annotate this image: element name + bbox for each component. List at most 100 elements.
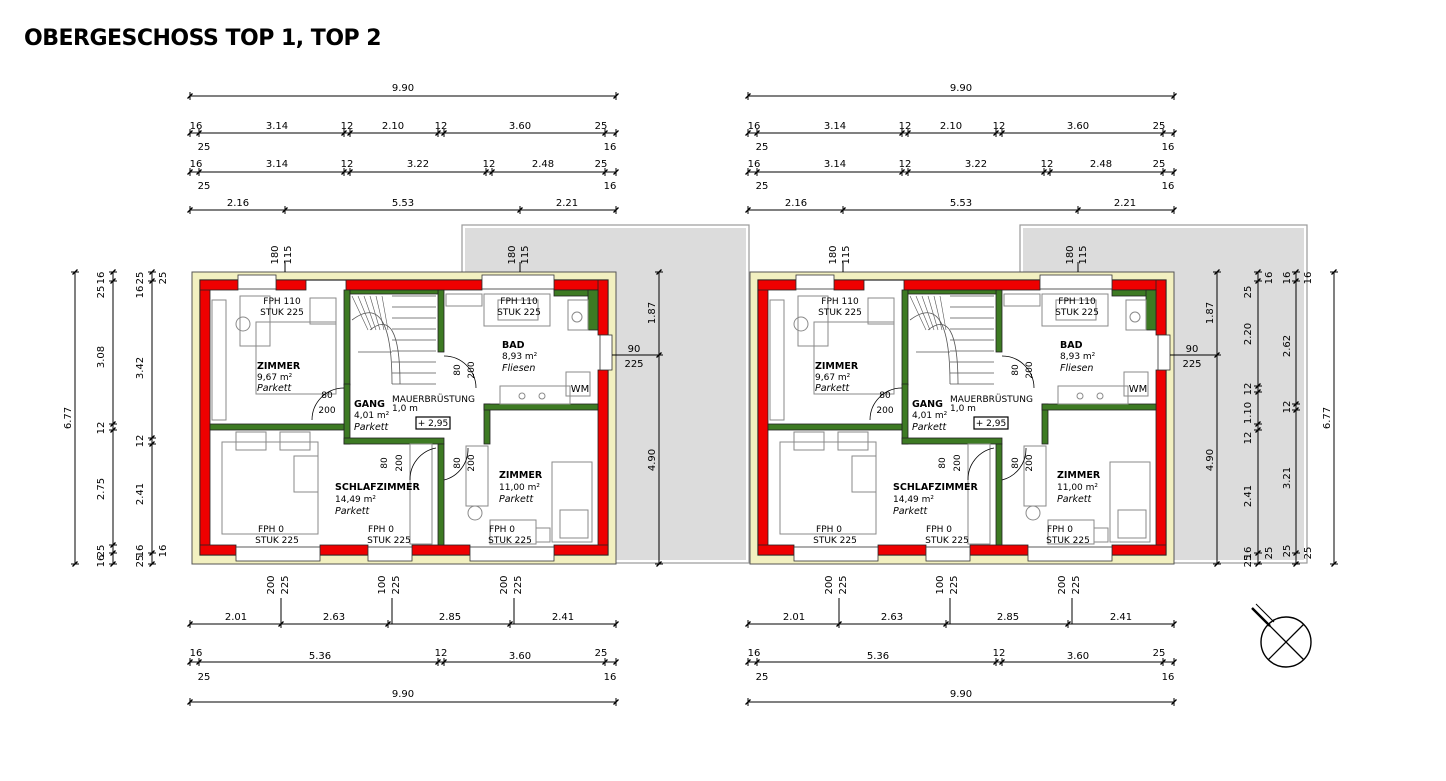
dimension-label: 2.21 (1114, 198, 1136, 209)
dimension-label: 25 (756, 181, 769, 192)
stair-step (915, 295, 931, 331)
dimension-tick (483, 169, 489, 175)
room-floor: Parkett (354, 422, 390, 433)
window-opening (925, 546, 971, 562)
interior-wall-segment (587, 289, 599, 331)
dimension-label: 2.62 (1282, 335, 1293, 357)
dimension-tick (341, 130, 347, 136)
dimension-label: 25 (135, 272, 146, 285)
room-area: 9,67 m² (257, 373, 293, 383)
interior-wall-segment (483, 403, 599, 411)
room-area: 11,00 m² (499, 483, 540, 493)
door-swing (443, 355, 477, 389)
dimension-tick (1065, 621, 1071, 627)
window-dimension: 100 (935, 575, 946, 594)
dimension-tick (1171, 169, 1177, 175)
dimension-label: 3.08 (96, 346, 107, 368)
room-area: 4,01 m² (912, 411, 948, 421)
dimension-tick (196, 169, 202, 175)
dimension-tick (905, 169, 911, 175)
dimension-tick (1171, 93, 1177, 99)
dimension-tick (196, 659, 202, 665)
window-dimension: 225 (1071, 575, 1082, 594)
dimension-tick (1255, 421, 1261, 427)
dimension-tick (905, 130, 911, 136)
door-dimension: 200 (395, 454, 405, 471)
dimension-label: 2.41 (552, 612, 574, 623)
dimension-label: 12 (341, 121, 354, 132)
window-spec-label: FPH 110 (1058, 297, 1096, 307)
door-dimension: 80 (1011, 364, 1021, 376)
dimension-label: 25 (135, 555, 146, 568)
dimension-tick (754, 659, 760, 665)
dimension-label: 2.01 (225, 612, 247, 623)
interior-wall-segment (995, 289, 1003, 353)
north-arrow-icon (1251, 603, 1312, 668)
dimension-label: 1.87 (647, 302, 658, 324)
room-area: 8,93 m² (502, 352, 538, 362)
door-dimension: 200 (953, 454, 963, 471)
dimension-label: 12 (1282, 401, 1293, 414)
chair-round (467, 505, 483, 521)
stair-step (939, 295, 947, 331)
interior-wall-segment (349, 289, 439, 295)
staircase (351, 295, 436, 385)
dimension-tick (72, 561, 78, 567)
window-dimension: 180 (1065, 245, 1076, 264)
bed-blanket-fold (293, 455, 319, 493)
dimension-tick (1255, 561, 1261, 567)
dimension-tick (435, 659, 441, 665)
dimension-tick (1214, 352, 1220, 358)
dimension-tick (110, 561, 116, 567)
window-spec-label: STUK 225 (488, 536, 532, 546)
dimension-label: 2.63 (881, 612, 903, 623)
washing-machine-label: WM (1129, 384, 1148, 395)
exterior-wall-segment (1155, 279, 1167, 336)
window-dimension: 115 (283, 245, 294, 264)
chair-round (793, 316, 809, 332)
chair-small (535, 527, 551, 543)
room-floor: Parkett (499, 494, 535, 505)
dimension-tick (72, 269, 78, 275)
door-dimension: 200 (1025, 454, 1035, 471)
dimension-tick (1255, 278, 1261, 284)
dimension-label: 5.53 (392, 198, 414, 209)
interior-wall-segment (1145, 289, 1157, 331)
parapet-height: 1,0 m (950, 404, 976, 414)
chair (309, 297, 337, 325)
dimension-tick (745, 621, 751, 627)
room-name: GANG (354, 399, 385, 410)
dimension-label: 25 (96, 286, 107, 299)
dimension-tick (110, 427, 116, 433)
stair-step (381, 295, 389, 331)
chair-round (235, 316, 251, 332)
window-dimension: 115 (520, 245, 531, 264)
exterior-wall-segment (833, 279, 865, 291)
window-dimension: 225 (838, 575, 849, 594)
dimension-label: 4.90 (647, 449, 658, 471)
interior-wall-segment (901, 437, 1003, 445)
dimension-tick (1171, 621, 1177, 627)
dimension-label: 2.41 (135, 483, 146, 505)
bathtub-inner (497, 299, 539, 321)
dimension-label: 2.10 (940, 121, 962, 132)
door-swing (1001, 447, 1027, 481)
dimension-tick (993, 659, 999, 665)
room-area: 14,49 m² (893, 495, 934, 505)
dimension-label: 25 (756, 672, 769, 683)
bath-shelf (1003, 293, 1041, 307)
window-dimension: 225 (513, 575, 524, 594)
dimension-tick (1160, 659, 1166, 665)
dimension-label: 25 (1303, 547, 1314, 560)
wardrobe (239, 295, 271, 347)
chair (867, 297, 895, 325)
sink-drain (538, 392, 546, 400)
window-dimension: 115 (1078, 245, 1089, 264)
door-dimension: 225 (1182, 359, 1201, 370)
stair-curve (369, 324, 401, 385)
dimension-label: 16 (190, 121, 203, 132)
dimension-label: 25 (1264, 547, 1275, 560)
interior-wall-segment (343, 289, 351, 386)
dimension-tick (282, 207, 288, 213)
dimension-tick (149, 441, 155, 447)
